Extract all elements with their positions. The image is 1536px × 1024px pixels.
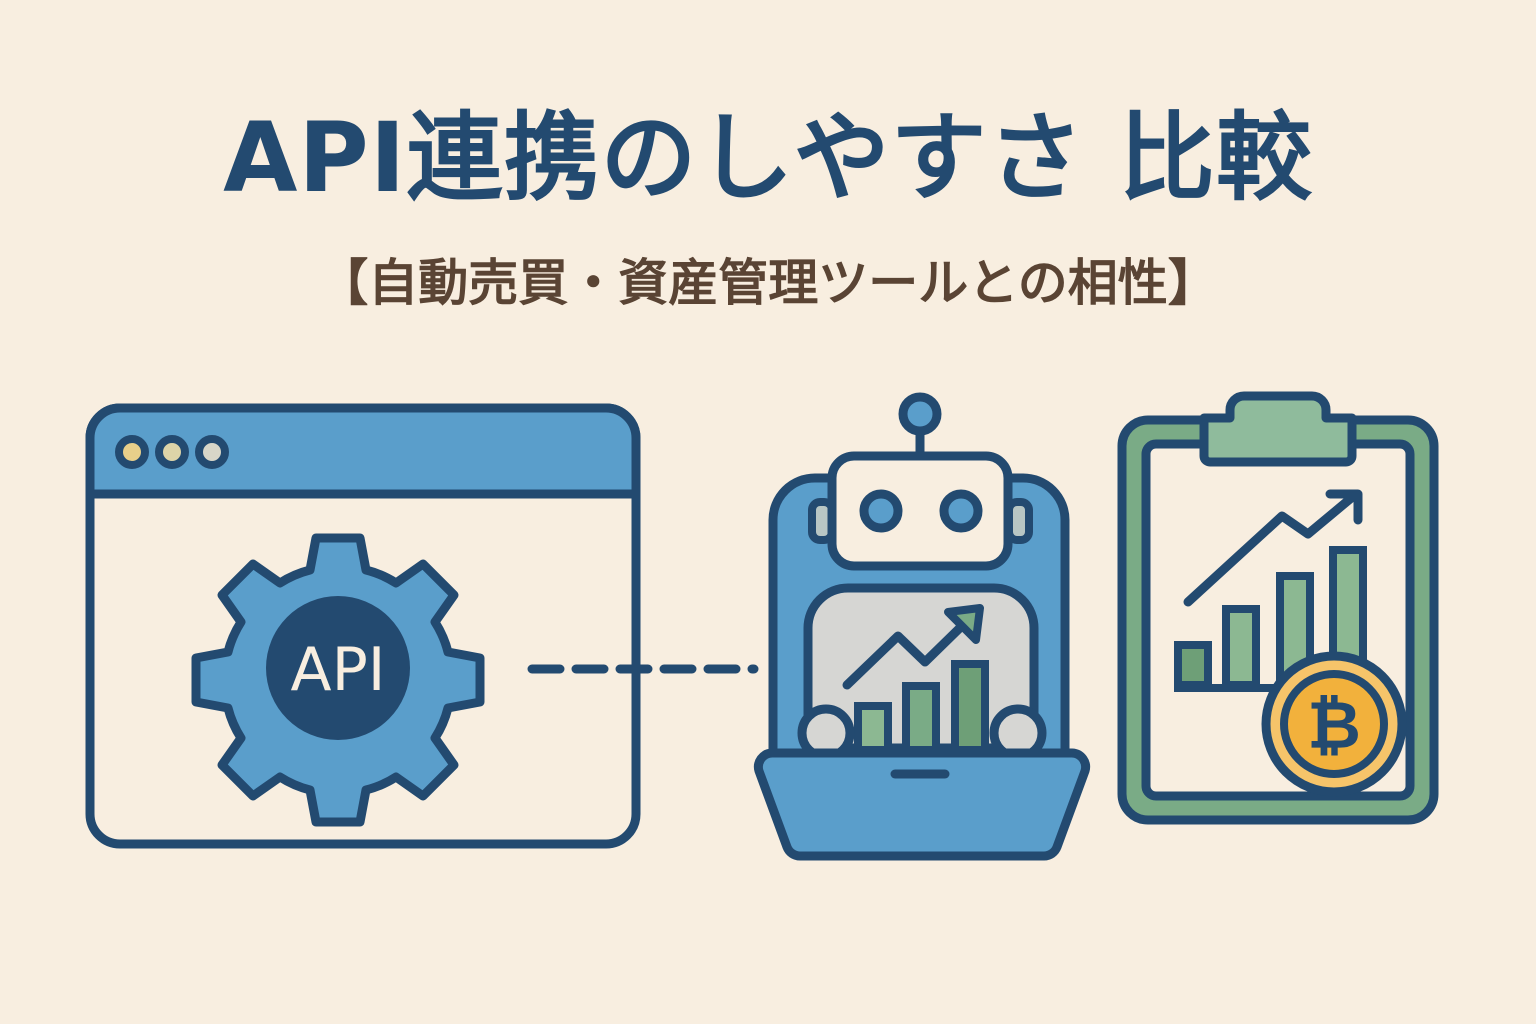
api-label: API — [291, 635, 386, 705]
bitcoin-coin-icon: ₿ — [1261, 651, 1407, 797]
clipboard-icon: ₿ — [1117, 391, 1439, 825]
bitcoin-symbol: ₿ — [1307, 687, 1361, 764]
browser-window-icon: API — [85, 403, 641, 849]
robot-icon — [753, 392, 1091, 861]
window-dots-icon — [115, 435, 229, 469]
gear-icon: API — [191, 533, 485, 827]
page-title: API連携のしやすさ 比較 — [223, 102, 1313, 214]
page-subtitle: 【自動売買・資産管理ツールとの相性】 — [318, 254, 1218, 312]
robot-chart-icon — [842, 604, 989, 754]
clipboard-chart-icon — [1174, 489, 1367, 692]
